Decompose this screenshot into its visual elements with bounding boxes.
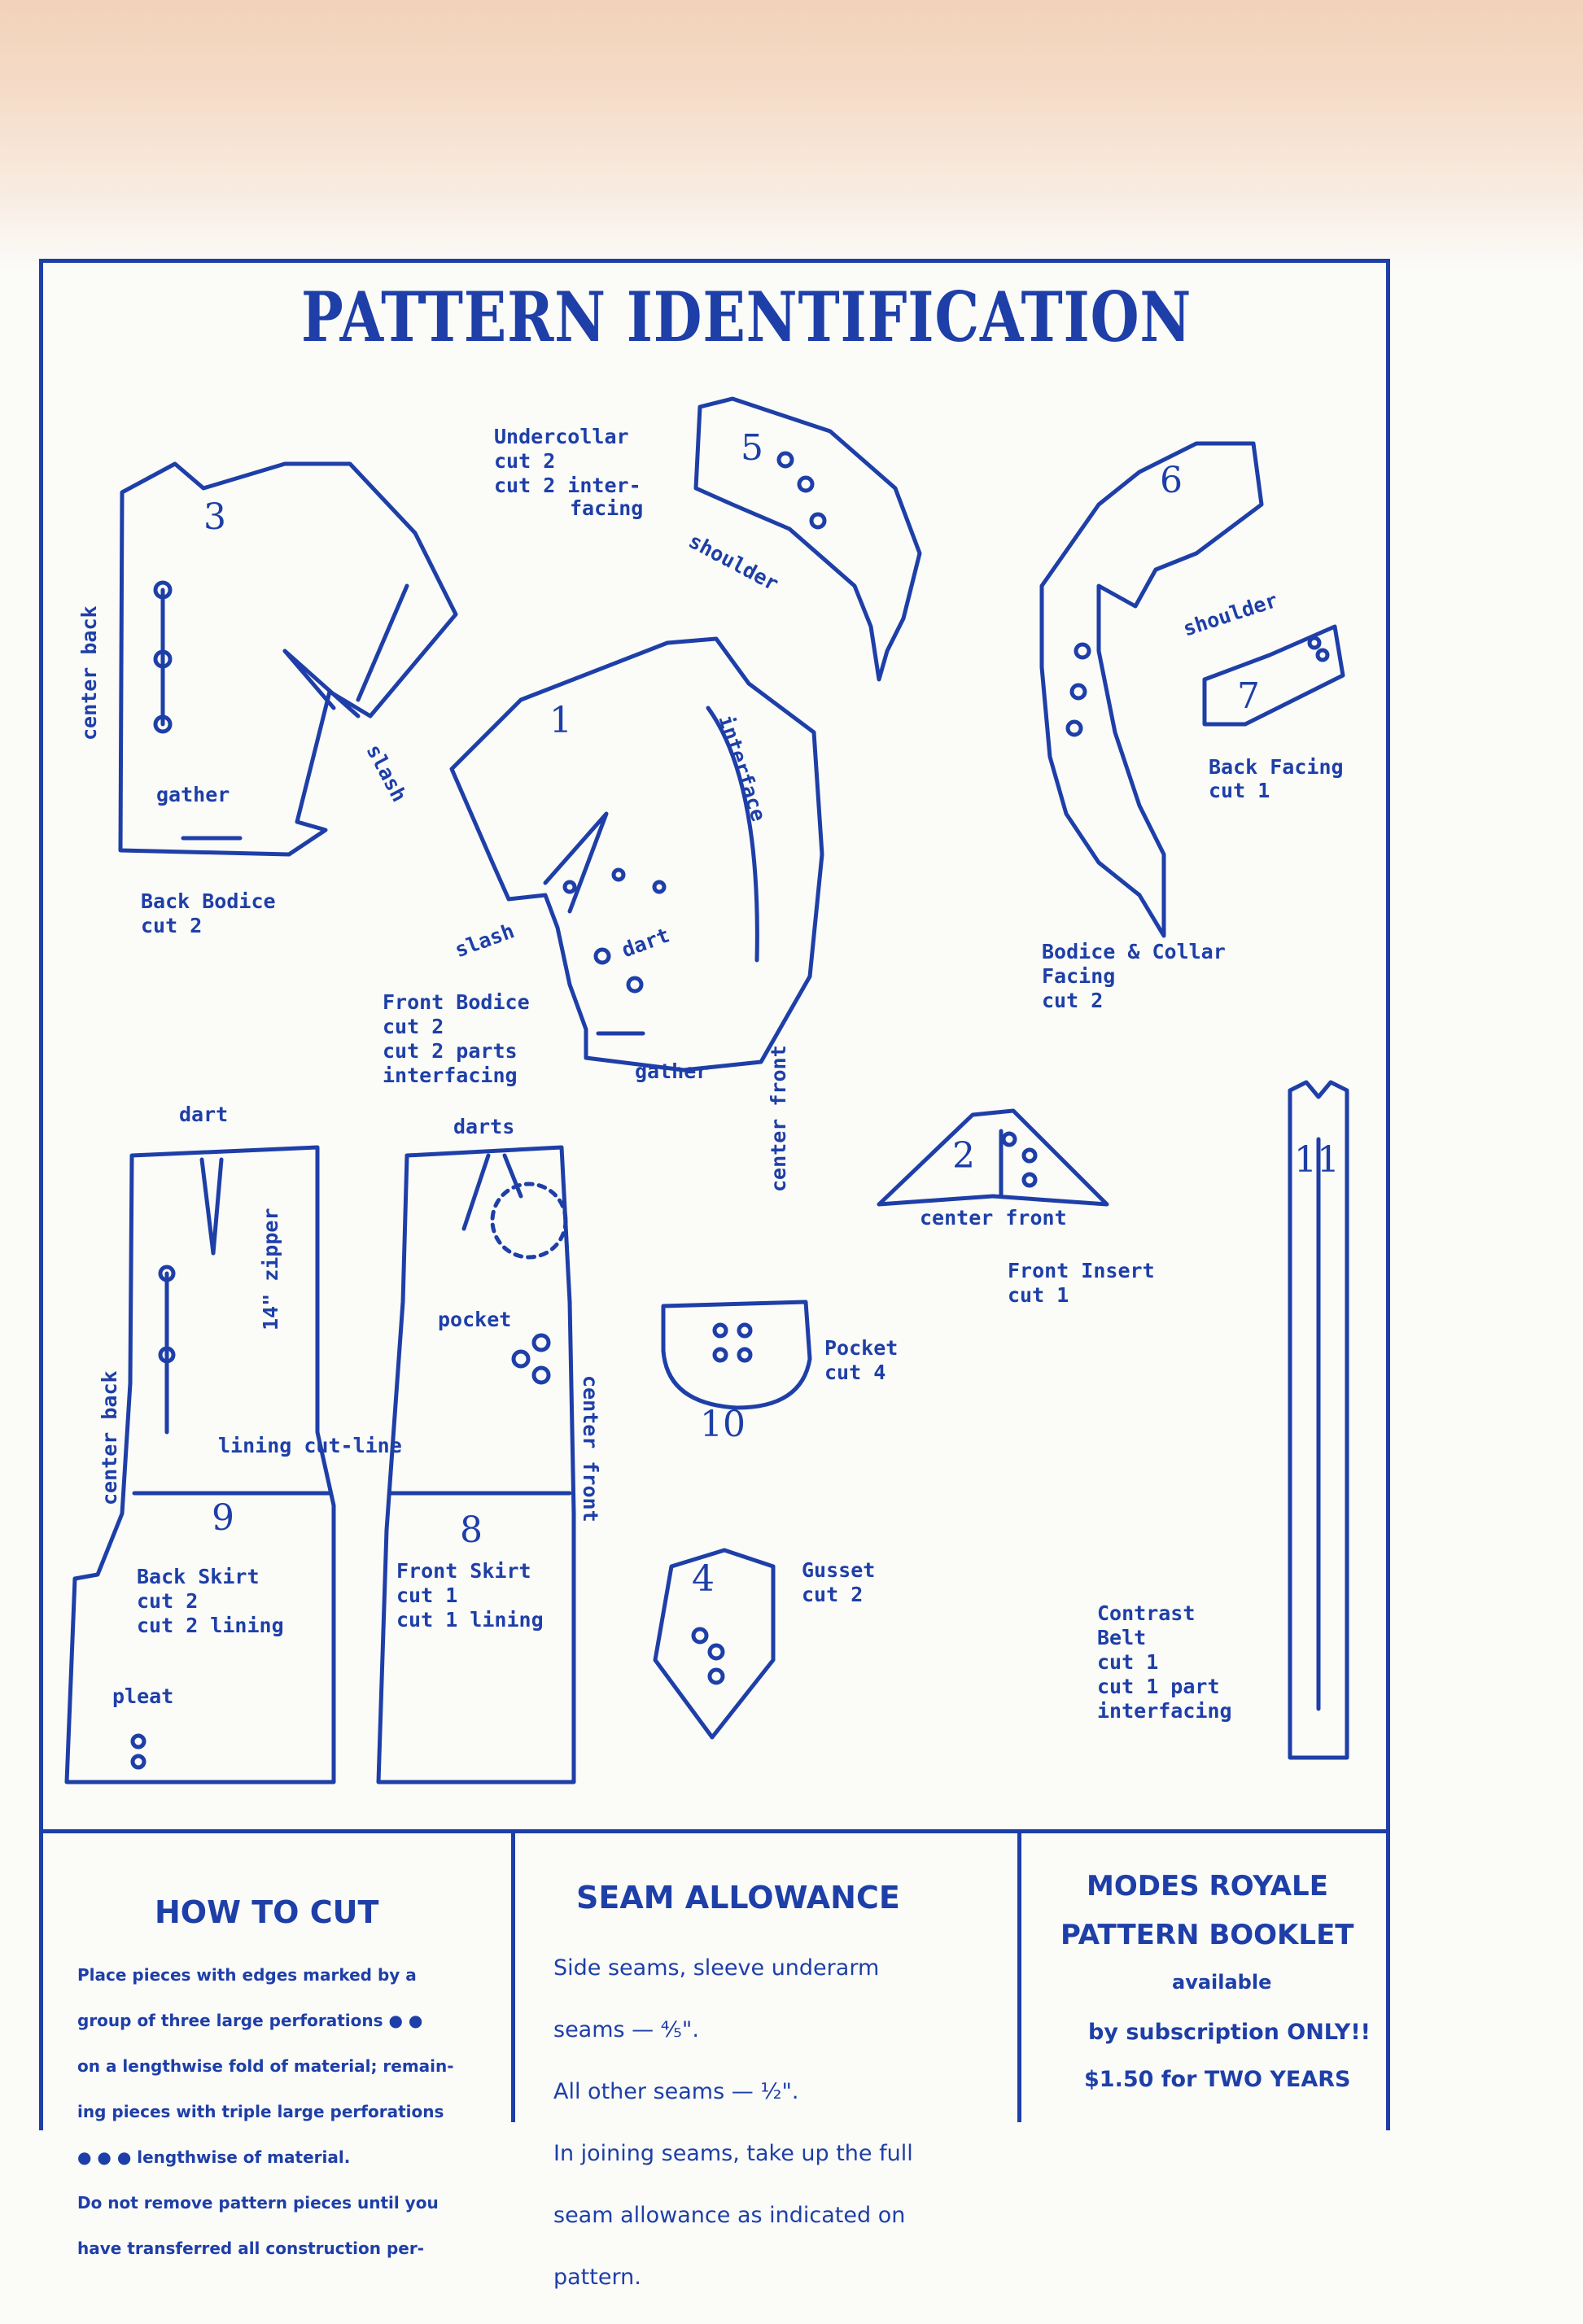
label-center-front-insert: center front: [920, 1206, 1067, 1230]
how-to-cut-line: ing pieces with triple large perforation…: [77, 2102, 444, 2121]
back-skirt-cut-extra: cut 2 lining: [137, 1614, 284, 1637]
front-bodice-cut-extra2: interfacing: [383, 1064, 518, 1087]
piece-number-10: 10: [700, 1404, 746, 1445]
how-to-cut-line: Do not remove pattern pieces until you: [77, 2193, 439, 2213]
piece-number-2: 2: [952, 1135, 975, 1177]
label-zipper-back-skirt: 14" zipper: [259, 1208, 282, 1330]
piece-number-4: 4: [692, 1558, 715, 1600]
belt-name2: Belt: [1097, 1626, 1147, 1649]
belt-name: Contrast: [1097, 1601, 1196, 1625]
booklet-line2: PATTERN BOOKLET: [1060, 1919, 1354, 1951]
gusset-cut: cut 2: [802, 1583, 864, 1606]
back-facing-outline: [1202, 624, 1345, 727]
piece-number-6: 6: [1160, 460, 1183, 501]
back-bodice-name: Back Bodice: [141, 889, 276, 913]
seam-allowance-line: seam allowance as indicated on: [553, 2203, 906, 2228]
back-facing-cut: cut 1: [1209, 779, 1270, 802]
facing-name: Bodice & Collar: [1042, 940, 1226, 963]
booklet-line5: $1.50 for TWO YEARS: [1084, 2067, 1351, 2092]
front-skirt-name: Front Skirt: [396, 1559, 531, 1583]
undercollar-cut: cut 2: [494, 449, 556, 473]
how-to-cut-heading: HOW TO CUT: [155, 1894, 379, 1930]
gusset-outline: [653, 1548, 776, 1740]
seam-allowance-line: All other seams — ½".: [553, 2079, 799, 2104]
booklet-line1: MODES ROYALE: [1087, 1870, 1328, 1902]
how-to-cut-line: on a lengthwise fold of material; remain…: [77, 2056, 454, 2076]
seam-allowance-heading: SEAM ALLOWANCE: [576, 1880, 900, 1916]
how-to-cut-line: Place pieces with edges marked by a: [77, 1965, 417, 1985]
belt-cut-extra2: interfacing: [1097, 1699, 1232, 1723]
pocket-cut: cut 4: [824, 1361, 886, 1384]
back-skirt-outline: [64, 1145, 336, 1784]
seam-allowance-line: seams — ⅘".: [553, 2017, 699, 2042]
label-dart-back-skirt: dart: [179, 1103, 229, 1126]
facing-cut: cut 2: [1042, 989, 1104, 1012]
label-center-front-bodice: center front: [767, 1045, 790, 1192]
back-skirt-cut: cut 2: [137, 1589, 199, 1613]
front-insert-outline: [877, 1108, 1109, 1207]
column-divider-left: [511, 1829, 515, 2122]
back-bodice-cut: cut 2: [141, 914, 203, 937]
front-insert-name: Front Insert: [1008, 1259, 1155, 1282]
seam-allowance-line: pattern.: [553, 2265, 641, 2290]
front-bodice-cut-extra: cut 2 parts: [383, 1039, 518, 1063]
front-skirt-outline: [376, 1145, 576, 1784]
pattern-drawings: [64, 396, 1349, 1784]
back-skirt-name: Back Skirt: [137, 1565, 260, 1588]
undercollar-cut-extra: cut 2 inter-: [494, 474, 641, 497]
column-divider-right: [1017, 1829, 1021, 2122]
front-skirt-cut: cut 1: [396, 1584, 458, 1607]
how-to-cut-line: have transferred all construction per-: [77, 2239, 425, 2258]
piece-number-11: 11: [1294, 1139, 1340, 1181]
facing-name2: Facing: [1042, 964, 1116, 988]
pocket-outline: [661, 1300, 812, 1410]
back-facing-name: Back Facing: [1209, 755, 1344, 779]
seam-allowance-line: Side seams, sleeve underarm: [553, 1955, 880, 1981]
piece-number-1: 1: [549, 700, 572, 741]
undercollar-name: Undercollar: [494, 425, 629, 448]
booklet-line3: available: [1172, 1971, 1272, 1994]
gusset-name: Gusset: [802, 1558, 876, 1582]
paper-stain: [0, 0, 1583, 269]
how-to-cut-line: ● ● ● lengthwise of material.: [77, 2147, 351, 2167]
pocket-name: Pocket: [824, 1336, 899, 1360]
how-to-cut-line: group of three large perforations ● ●: [77, 2011, 423, 2030]
undercollar-cut-extra2: facing: [570, 496, 644, 520]
contrast-belt-outline: [1288, 1080, 1349, 1760]
belt-cut-extra: cut 1 part: [1097, 1675, 1220, 1698]
piece-number-8: 8: [460, 1509, 483, 1551]
label-center-front-skirt: center front: [579, 1375, 602, 1522]
piece-number-9: 9: [212, 1497, 234, 1539]
label-darts-front-skirt: darts: [453, 1115, 515, 1138]
seam-allowance-text: Side seams, sleeve underarm seams — ⅘". …: [553, 1922, 913, 2324]
label-center-back-skirt: center back: [98, 1370, 121, 1505]
front-bodice-outline: [449, 636, 824, 1072]
page-title: PATTERN IDENTIFICATION: [301, 277, 1192, 357]
label-center-back-bodice: center back: [77, 605, 101, 740]
piece-number-5: 5: [741, 427, 763, 469]
label-pleat: pleat: [112, 1684, 174, 1708]
label-gather-back-bodice: gather: [156, 783, 230, 806]
piece-number-3: 3: [203, 496, 226, 538]
label-pocket-front-skirt: pocket: [438, 1308, 512, 1331]
undercollar-outline: [693, 396, 922, 682]
label-gather-front-bodice: gather: [635, 1059, 709, 1083]
piece-number-7: 7: [1237, 675, 1260, 717]
seam-allowance-line: In joining seams, take up the full: [553, 2141, 913, 2166]
booklet-line4: by subscription ONLY!!: [1088, 2020, 1371, 2045]
front-bodice-name: Front Bodice: [383, 990, 530, 1014]
back-bodice-outline: [118, 461, 458, 857]
belt-cut: cut 1: [1097, 1650, 1159, 1674]
bottom-divider: [39, 1829, 1390, 1833]
page-frame: [39, 259, 1390, 2130]
label-lining-cut-line: lining cut-line: [218, 1434, 402, 1457]
front-bodice-cut: cut 2: [383, 1015, 444, 1038]
how-to-cut-text: Place pieces with edges marked by a grou…: [77, 1941, 454, 2282]
front-skirt-cut-extra: cut 1 lining: [396, 1608, 544, 1632]
front-insert-cut: cut 1: [1008, 1283, 1069, 1307]
bodice-collar-facing-outline: [1039, 441, 1264, 938]
